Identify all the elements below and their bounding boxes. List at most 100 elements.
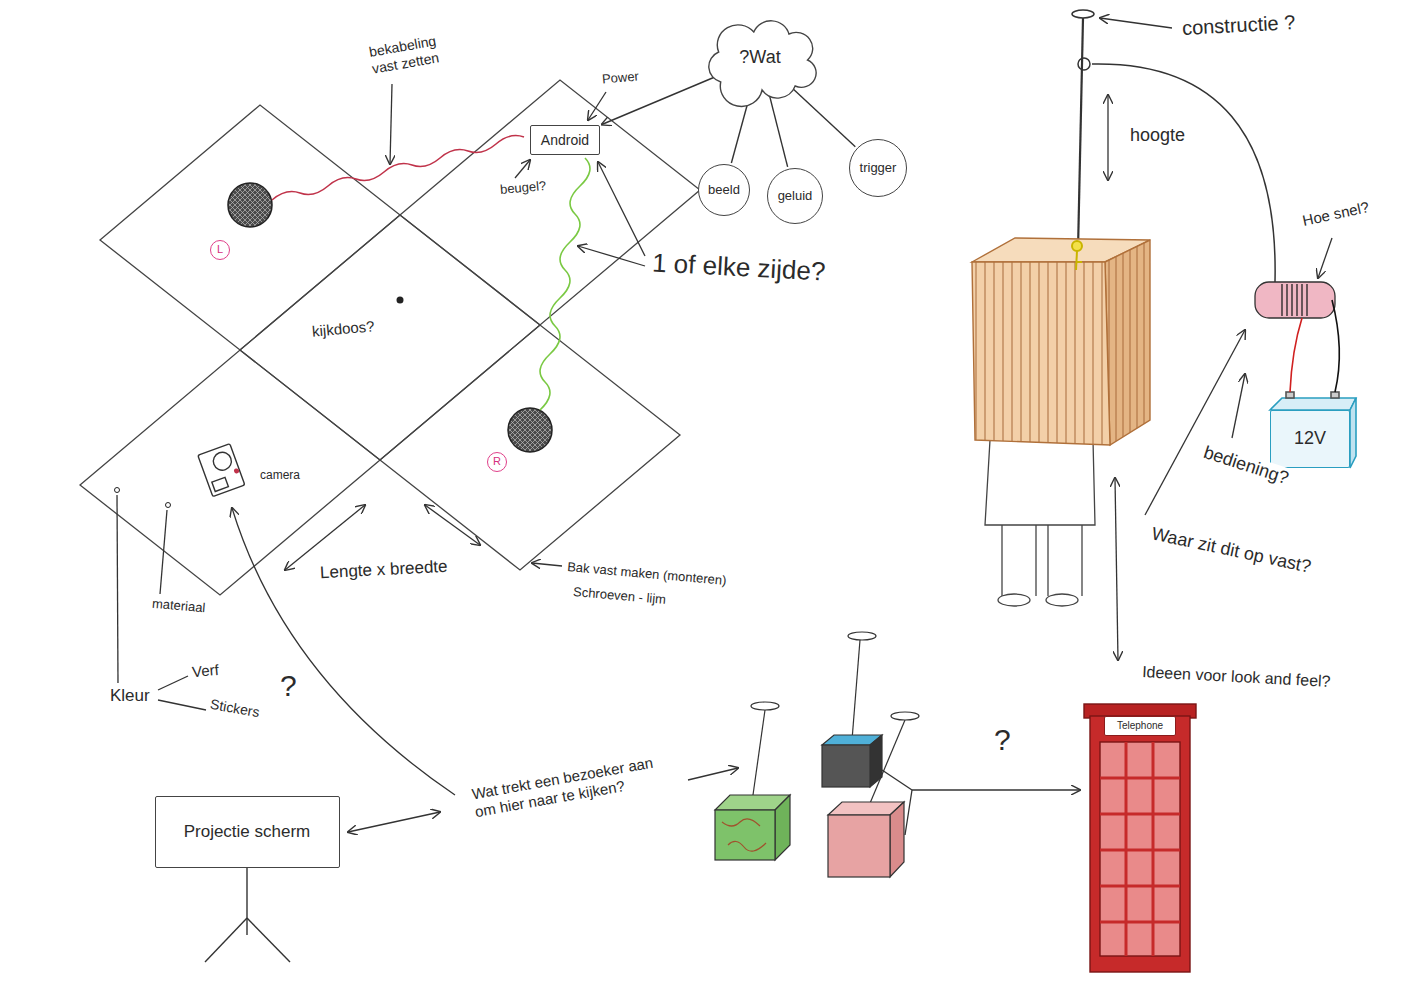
hook bbox=[1072, 241, 1082, 251]
leader-line bbox=[232, 508, 455, 795]
hanging-cube bbox=[972, 238, 1150, 445]
annotation: Lengte x breedte bbox=[318, 557, 450, 584]
hanging-box bbox=[715, 810, 775, 860]
hoist bbox=[1107, 95, 1108, 180]
leader-line bbox=[425, 505, 480, 545]
hanging-box bbox=[848, 632, 876, 640]
annotation: ? bbox=[992, 722, 1013, 757]
hanging-box bbox=[722, 819, 766, 851]
dot bbox=[397, 297, 404, 304]
leader-line bbox=[882, 770, 912, 790]
speaker-wire bbox=[540, 158, 590, 410]
leader-line bbox=[160, 510, 167, 594]
camera-icon bbox=[212, 477, 229, 491]
node-text: Projectie scherm bbox=[184, 822, 311, 842]
option-circle: beeld bbox=[698, 164, 750, 216]
camera-icon bbox=[211, 450, 234, 473]
leader-line bbox=[348, 812, 440, 832]
node-text: 12V bbox=[1294, 428, 1326, 450]
leader-line bbox=[1115, 238, 1332, 660]
box-net bbox=[100, 105, 400, 350]
hanging-box bbox=[752, 710, 765, 802]
leader-line bbox=[532, 563, 562, 566]
power-wire bbox=[1332, 300, 1339, 392]
annotation: ? bbox=[278, 668, 299, 703]
leader-line bbox=[598, 162, 645, 256]
camera-icon bbox=[198, 444, 245, 497]
annotation: hoogte bbox=[1128, 125, 1187, 146]
person bbox=[1047, 525, 1048, 596]
annotation: Power bbox=[599, 68, 641, 87]
cloud-outline bbox=[698, 18, 822, 98]
annotation: camera bbox=[258, 468, 302, 482]
hoist bbox=[1078, 58, 1090, 70]
hanging-box bbox=[775, 795, 790, 860]
motor bbox=[1255, 282, 1335, 318]
box-net bbox=[240, 215, 540, 460]
leader-line bbox=[1115, 478, 1118, 660]
dot bbox=[166, 503, 171, 508]
device-box: Android bbox=[530, 125, 600, 155]
connector bbox=[769, 92, 788, 167]
leader-line bbox=[688, 768, 738, 780]
hanging-box bbox=[852, 640, 860, 740]
leader-line bbox=[158, 700, 206, 710]
leader-line bbox=[1232, 374, 1245, 438]
annotation: materiaal bbox=[149, 596, 208, 616]
leader-line bbox=[912, 789, 1080, 790]
motor bbox=[1255, 282, 1335, 318]
annotation: Kleur bbox=[108, 686, 152, 706]
hanging-box bbox=[828, 815, 890, 877]
annotation: Schroeven - lijm bbox=[571, 584, 669, 608]
leader-line bbox=[515, 160, 530, 178]
leader-line bbox=[117, 84, 1080, 835]
tripod bbox=[205, 868, 290, 962]
dot bbox=[115, 488, 120, 493]
speaker-wire bbox=[272, 136, 524, 200]
annotation: beugel? bbox=[497, 178, 548, 198]
battery bbox=[1350, 398, 1356, 468]
person bbox=[998, 594, 1030, 606]
leader-line bbox=[285, 505, 365, 570]
node-text: L bbox=[217, 243, 223, 256]
battery bbox=[1286, 392, 1294, 398]
cloud-outline bbox=[709, 21, 816, 107]
leader-line bbox=[390, 84, 392, 164]
power-wire bbox=[1290, 300, 1339, 392]
node-text: R bbox=[493, 455, 501, 468]
person bbox=[1081, 525, 1082, 596]
hanging-box bbox=[822, 745, 870, 787]
phone-booth bbox=[1100, 742, 1180, 956]
box-net bbox=[80, 350, 380, 595]
tripod bbox=[247, 918, 290, 962]
leader-line bbox=[158, 676, 188, 690]
leader-line bbox=[578, 246, 645, 266]
speaker-symbol bbox=[228, 183, 272, 227]
hanging-box bbox=[891, 712, 919, 720]
hanging-cube bbox=[972, 262, 1110, 445]
annotation: Bak vast maken (monteren) bbox=[565, 559, 729, 589]
node-text: beeld bbox=[708, 182, 740, 198]
annotation: Ideeen voor look and feel? bbox=[1140, 663, 1333, 692]
tripod bbox=[246, 868, 247, 935]
hanging-box bbox=[715, 632, 919, 877]
hook bbox=[1076, 251, 1077, 270]
annotation: bediening? bbox=[1199, 441, 1293, 490]
channel-marker: L bbox=[210, 240, 230, 260]
tripod bbox=[205, 918, 247, 962]
leader-line bbox=[588, 92, 606, 120]
battery bbox=[1270, 398, 1356, 410]
camera-icon bbox=[198, 444, 245, 497]
annotation: bekabeling vast zetten bbox=[366, 28, 466, 77]
box-net bbox=[380, 325, 680, 570]
hook bbox=[1072, 241, 1082, 270]
annotation: Waar zit dit op vast? bbox=[1148, 523, 1315, 578]
battery bbox=[1270, 392, 1356, 468]
node-text: trigger bbox=[860, 160, 897, 176]
hanging-box bbox=[751, 702, 779, 710]
booth-sign: Telephone bbox=[1104, 716, 1176, 736]
box-net bbox=[80, 80, 700, 595]
